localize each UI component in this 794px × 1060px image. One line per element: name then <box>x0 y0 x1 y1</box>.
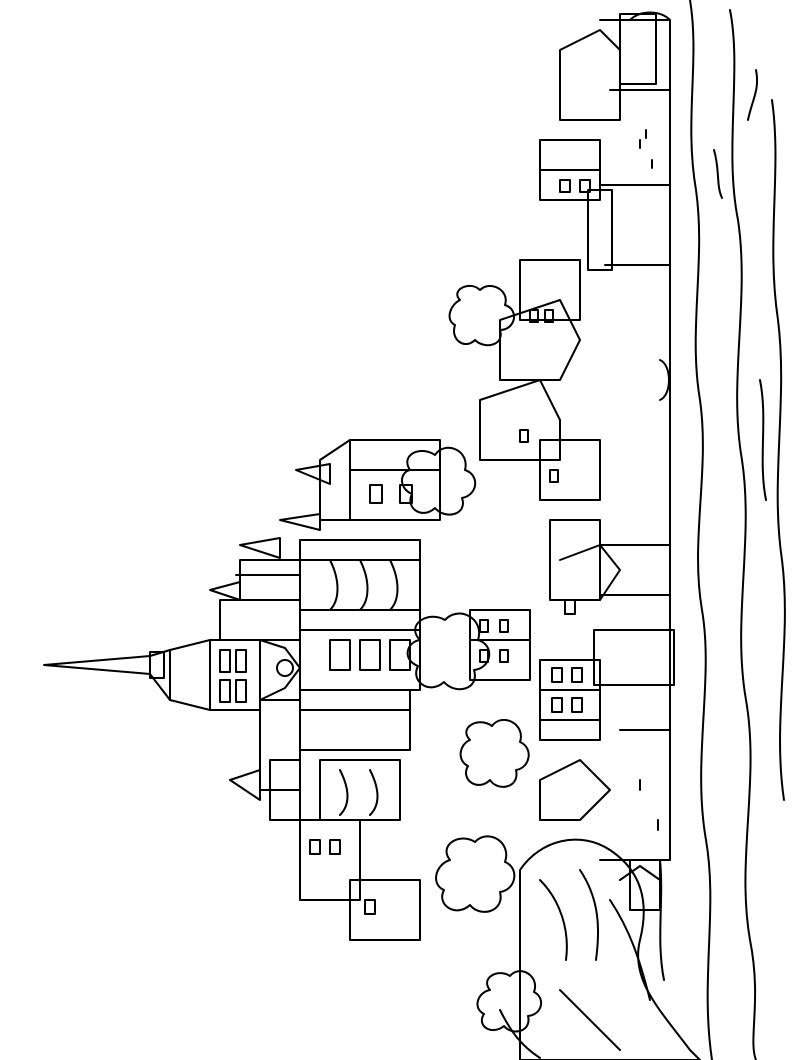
tree-clusters <box>402 286 541 1032</box>
lower-village-houses <box>470 610 660 910</box>
sea-waves <box>660 0 785 1060</box>
abbey-spire <box>44 640 300 710</box>
pinnacles <box>210 464 330 820</box>
upper-village-houses <box>480 30 620 614</box>
abbey-buildings <box>260 440 440 940</box>
rocky-base <box>500 840 700 1060</box>
